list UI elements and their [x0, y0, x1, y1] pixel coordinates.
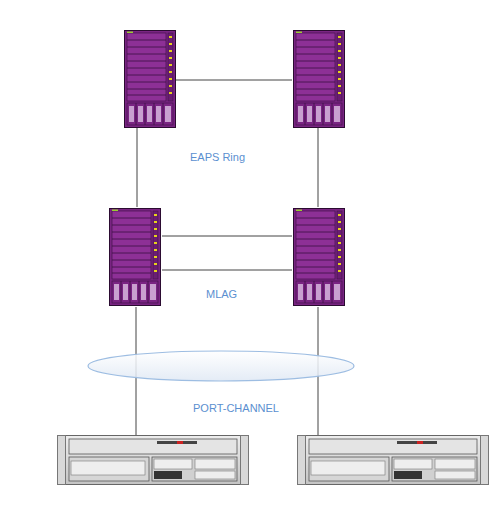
port-channel-ellipse: [88, 351, 354, 381]
link-lines: [136, 80, 318, 435]
switch-icon: [125, 31, 176, 128]
server-icon: [58, 436, 249, 485]
network-label: MLAG: [206, 288, 237, 301]
network-label: PORT-CHANNEL: [193, 402, 279, 415]
switch-icon: [294, 209, 345, 306]
server-icon: [298, 436, 489, 485]
switch-icon: [110, 209, 161, 306]
network-label: EAPS Ring: [190, 151, 245, 164]
switch-icon: [294, 31, 345, 128]
